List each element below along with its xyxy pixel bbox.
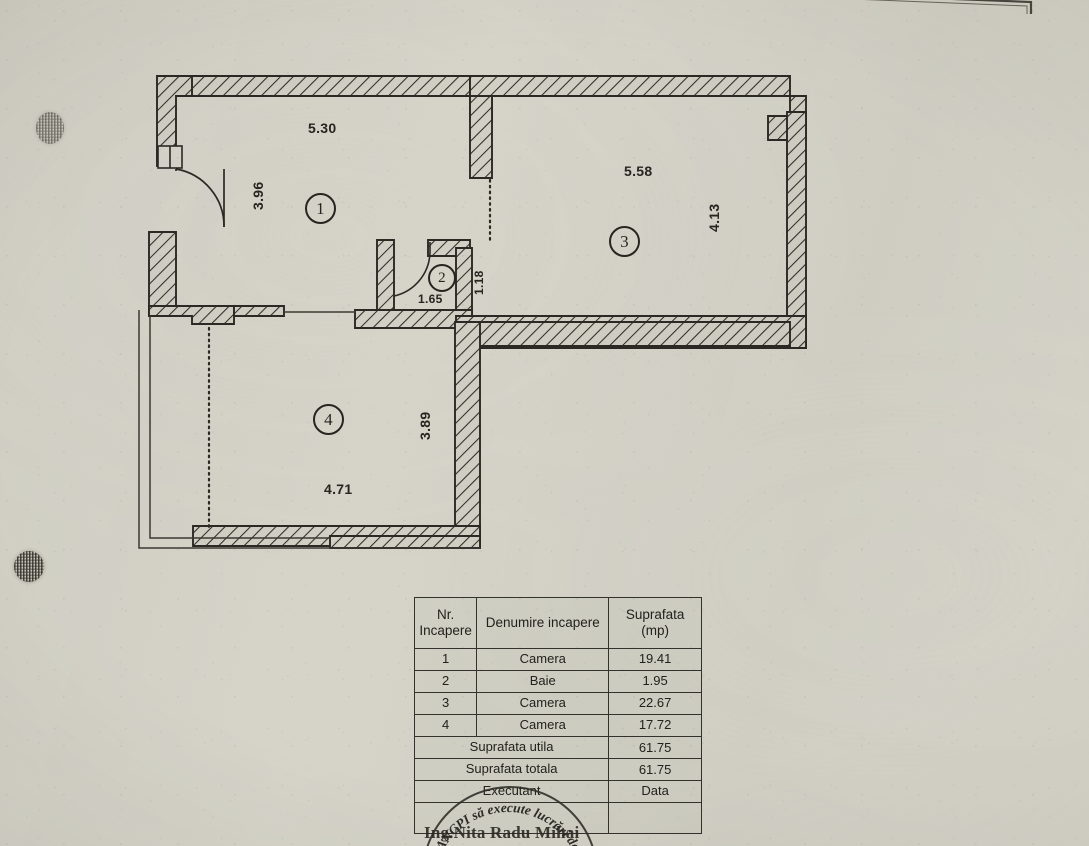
door-swing-room2 <box>393 242 431 297</box>
window-symbol <box>157 145 183 169</box>
room-number-1: 1 <box>305 193 336 224</box>
dimension-room4-width: 4.71 <box>324 481 353 497</box>
dimension-room4-height: 3.89 <box>417 411 433 440</box>
room-number-3: 3 <box>609 226 640 257</box>
door-swing-room1 <box>175 168 225 228</box>
table-row-footer: Executant Data <box>413 780 702 803</box>
cell-area: 1.95 <box>608 670 702 693</box>
header-area-line1: Suprafata <box>625 607 685 623</box>
dimension-room2-width: 1.65 <box>418 292 443 306</box>
cell-name: Camera <box>476 648 610 671</box>
title-block-frame <box>863 0 1033 14</box>
value-suprafata-utila: 61.75 <box>608 736 702 759</box>
label-executant: Executant <box>413 780 610 803</box>
dimension-room3-height: 4.13 <box>706 203 722 232</box>
label-suprafata-utila: Suprafata utila <box>413 736 610 759</box>
table-row: 2 Baie 1.95 <box>413 670 702 693</box>
header-area-line2: (mp) <box>641 623 669 638</box>
table-row: 1 Camera 19.41 <box>413 648 702 671</box>
cell-nr: 2 <box>413 670 478 693</box>
floor-plan-drawing <box>138 75 807 549</box>
table-row: 3 Camera 22.67 <box>413 692 702 715</box>
header-nr-incapere: Nr. Incapere <box>413 597 478 649</box>
header-nr-line2: Incapere <box>419 623 472 638</box>
table-header-row: Nr. Incapere Denumire incapere Suprafata… <box>413 597 702 649</box>
table-row-signature <box>413 802 702 834</box>
cell-nr: 1 <box>413 648 478 671</box>
punch-mark-upper <box>36 112 64 144</box>
room-number-4: 4 <box>313 404 344 435</box>
cell-nr: 3 <box>413 692 478 715</box>
header-nr-line1: Nr. <box>437 607 455 623</box>
dimension-room2-height: 1.18 <box>472 270 486 295</box>
dimension-room1-width: 5.30 <box>308 120 337 136</box>
cell-signature <box>413 802 610 834</box>
cell-name: Baie <box>476 670 610 693</box>
table-row-total-utila: Suprafata utila 61.75 <box>413 736 702 759</box>
cell-date-value <box>608 802 702 834</box>
cell-area: 19.41 <box>608 648 702 671</box>
cell-name: Camera <box>476 692 610 715</box>
dimension-room1-height: 3.96 <box>250 181 266 210</box>
dimension-room3-width: 5.58 <box>624 163 653 179</box>
cell-nr: 4 <box>413 714 478 737</box>
table-row: 4 Camera 17.72 <box>413 714 702 737</box>
header-suprafata: Suprafata (mp) <box>608 597 702 649</box>
punch-mark-lower <box>14 551 44 582</box>
label-data: Data <box>608 780 702 803</box>
cell-area: 17.72 <box>608 714 702 737</box>
value-suprafata-totala: 61.75 <box>608 758 702 781</box>
stamp-engineer-name: Ing.Nita Radu Mihai <box>424 823 580 842</box>
dotted-projection-lines <box>207 178 492 530</box>
label-suprafata-totala: Suprafata totala <box>413 758 610 781</box>
room-number-2: 2 <box>428 264 456 292</box>
table-row-total-totala: Suprafata totala 61.75 <box>413 758 702 781</box>
room-schedule-table: Nr. Incapere Denumire incapere Suprafata… <box>413 597 702 834</box>
header-denumire-incapere: Denumire incapere <box>476 597 610 649</box>
cell-name: Camera <box>476 714 610 737</box>
cell-area: 22.67 <box>608 692 702 715</box>
